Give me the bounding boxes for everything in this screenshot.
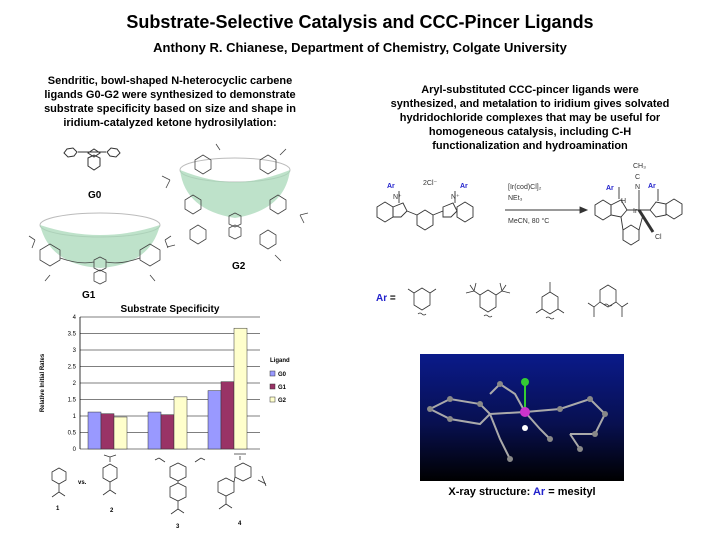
substrate-3-icon [154,457,206,515]
legend-label: G1 [278,385,287,391]
mesityl-icon [535,282,565,320]
bar-g1 [160,414,175,450]
vs-label: vs. [78,480,87,486]
substrate-2-icon [102,454,118,496]
xray-caption-suffix: = mesityl [545,486,596,498]
xylyl-icon [407,287,437,316]
right-intro-line: hydridochloride complexes that may be us… [399,112,661,124]
iridium-label: Ir [633,208,638,215]
xray-structure-image [420,354,624,481]
iridium-pincer-complex-icon [594,187,683,246]
bar-g1 [220,381,235,450]
ar-label: Ar [606,185,614,192]
ch3-label: CH₃ [633,163,646,170]
y-tick-label: 4 [73,315,77,321]
substrate-1-icon [51,467,67,498]
n-plus-label: N⁺ [393,194,402,201]
poster-title: Substrate-Selective Catalysis and CCC-Pi… [126,12,594,32]
conditions-label: MeCN, 80 °C [508,217,549,225]
substrate-number: 2 [110,508,114,514]
reagent-ir-cod-cl: [Ir(cod)Cl]₂ [508,184,542,191]
right-intro: Aryl-substituted CCC-pincer ligands were… [370,83,690,153]
counterion-label: 2Cl⁻ [423,180,438,187]
y-tick-label: 1 [73,414,77,420]
y-tick-label: 0.5 [68,431,77,437]
right-intro-line: homogeneous catalysis, including C-H [428,126,632,138]
ar-definition-label: Ar [376,293,388,304]
right-intro-line: functionalization and hydroamination [432,140,628,152]
g0-structure-icon [63,147,121,171]
aryl-substituents [407,282,629,320]
substrate-4-icon [217,453,267,510]
chart-title: Substrate Specificity [120,304,220,315]
left-intro-line: ligands G0-G2 were synthesized to demons… [44,89,296,101]
chart-y-ticks: 0 0.5 1 1.5 2 2.5 3 3.5 4 [68,315,77,453]
g0-label: G0 [88,190,102,201]
ar-label: Ar [648,183,656,190]
substrate-number: 3 [176,524,180,530]
bar-g0 [147,411,162,450]
ar-label: Ar [387,183,395,190]
ligand-structures-g0-g2: G0 G1 G2 [28,143,309,301]
ar-equals: = [389,293,396,304]
left-intro: Sendritic, bowl-shaped N-heterocyclic ca… [20,74,320,130]
ar-label: Ar [460,183,468,190]
g2-label: G2 [232,261,246,272]
bar-g0 [207,390,222,450]
y-tick-label: 2.5 [68,365,77,371]
substrate-number: 4 [238,521,242,527]
poster-subtitle: Anthony R. Chianese, Department of Chemi… [153,40,567,55]
left-intro-line: substrate specificity based on size and … [44,103,296,115]
xray-caption-prefix: X-ray structure: [448,486,533,498]
legend-swatch [269,383,276,390]
xray-molecule-icon [427,378,608,462]
chart-y-label: Relative Initial Rates [40,353,46,412]
left-intro-line: Sendritic, bowl-shaped N-heterocyclic ca… [47,75,293,87]
substrate-number: 1 [56,506,60,512]
right-intro-line: Aryl-substituted CCC-pincer ligands were [421,84,639,96]
ar-definition: Ar = [376,293,396,304]
legend-swatch [269,396,276,403]
diisopropylphenyl-icon [587,284,629,317]
left-intro-line: iridium-catalyzed ketone hydrosilylation… [63,117,277,129]
substrate-structures: vs. 1 2 3 4 [51,453,267,530]
y-tick-label: 2 [73,381,77,387]
chloride-label: Cl [655,234,662,241]
legend-label: G2 [278,398,287,404]
bis-imidazolium-salt-icon [376,191,474,231]
reaction-scheme: Ar Ar Ar Ar 2Cl⁻ [Ir(cod)Cl]₂ NEt₃ MeCN,… [376,163,683,246]
y-tick-label: 3 [73,348,77,354]
bar-g2 [113,416,128,450]
xray-caption: X-ray structure: Ar = mesityl [420,486,624,498]
n-plus-label: N⁺ [451,194,460,201]
y-tick-label: 1.5 [68,398,77,404]
hydride-label: H [621,198,626,205]
substrate-specificity-chart: 0 0.5 1 1.5 2 2.5 3 3.5 4 Relative Initial Rates… [40,315,290,453]
legend-label: G0 [278,372,287,378]
nitrile-c-label: C [635,174,640,181]
nitrile-n-label: N [635,184,640,191]
legend-swatch [269,370,276,377]
g2-bowl-icon [161,143,309,262]
bar-g2 [233,327,248,450]
bar-g1 [100,413,115,450]
di-tert-butylphenyl-icon [465,282,511,318]
g1-label: G1 [82,290,96,301]
y-tick-label: 0 [73,447,77,453]
xray-caption-ar: Ar [532,486,546,498]
bar-g2 [173,396,188,450]
legend-title: Ligand [270,358,290,364]
chart-bars [87,327,248,450]
right-intro-line: synthesized, and metalation to iridium g… [390,98,670,110]
g1-bowl-icon [28,212,172,285]
y-tick-label: 3.5 [68,332,77,338]
bar-g0 [87,411,102,450]
reagent-net3: NEt₃ [508,195,523,202]
